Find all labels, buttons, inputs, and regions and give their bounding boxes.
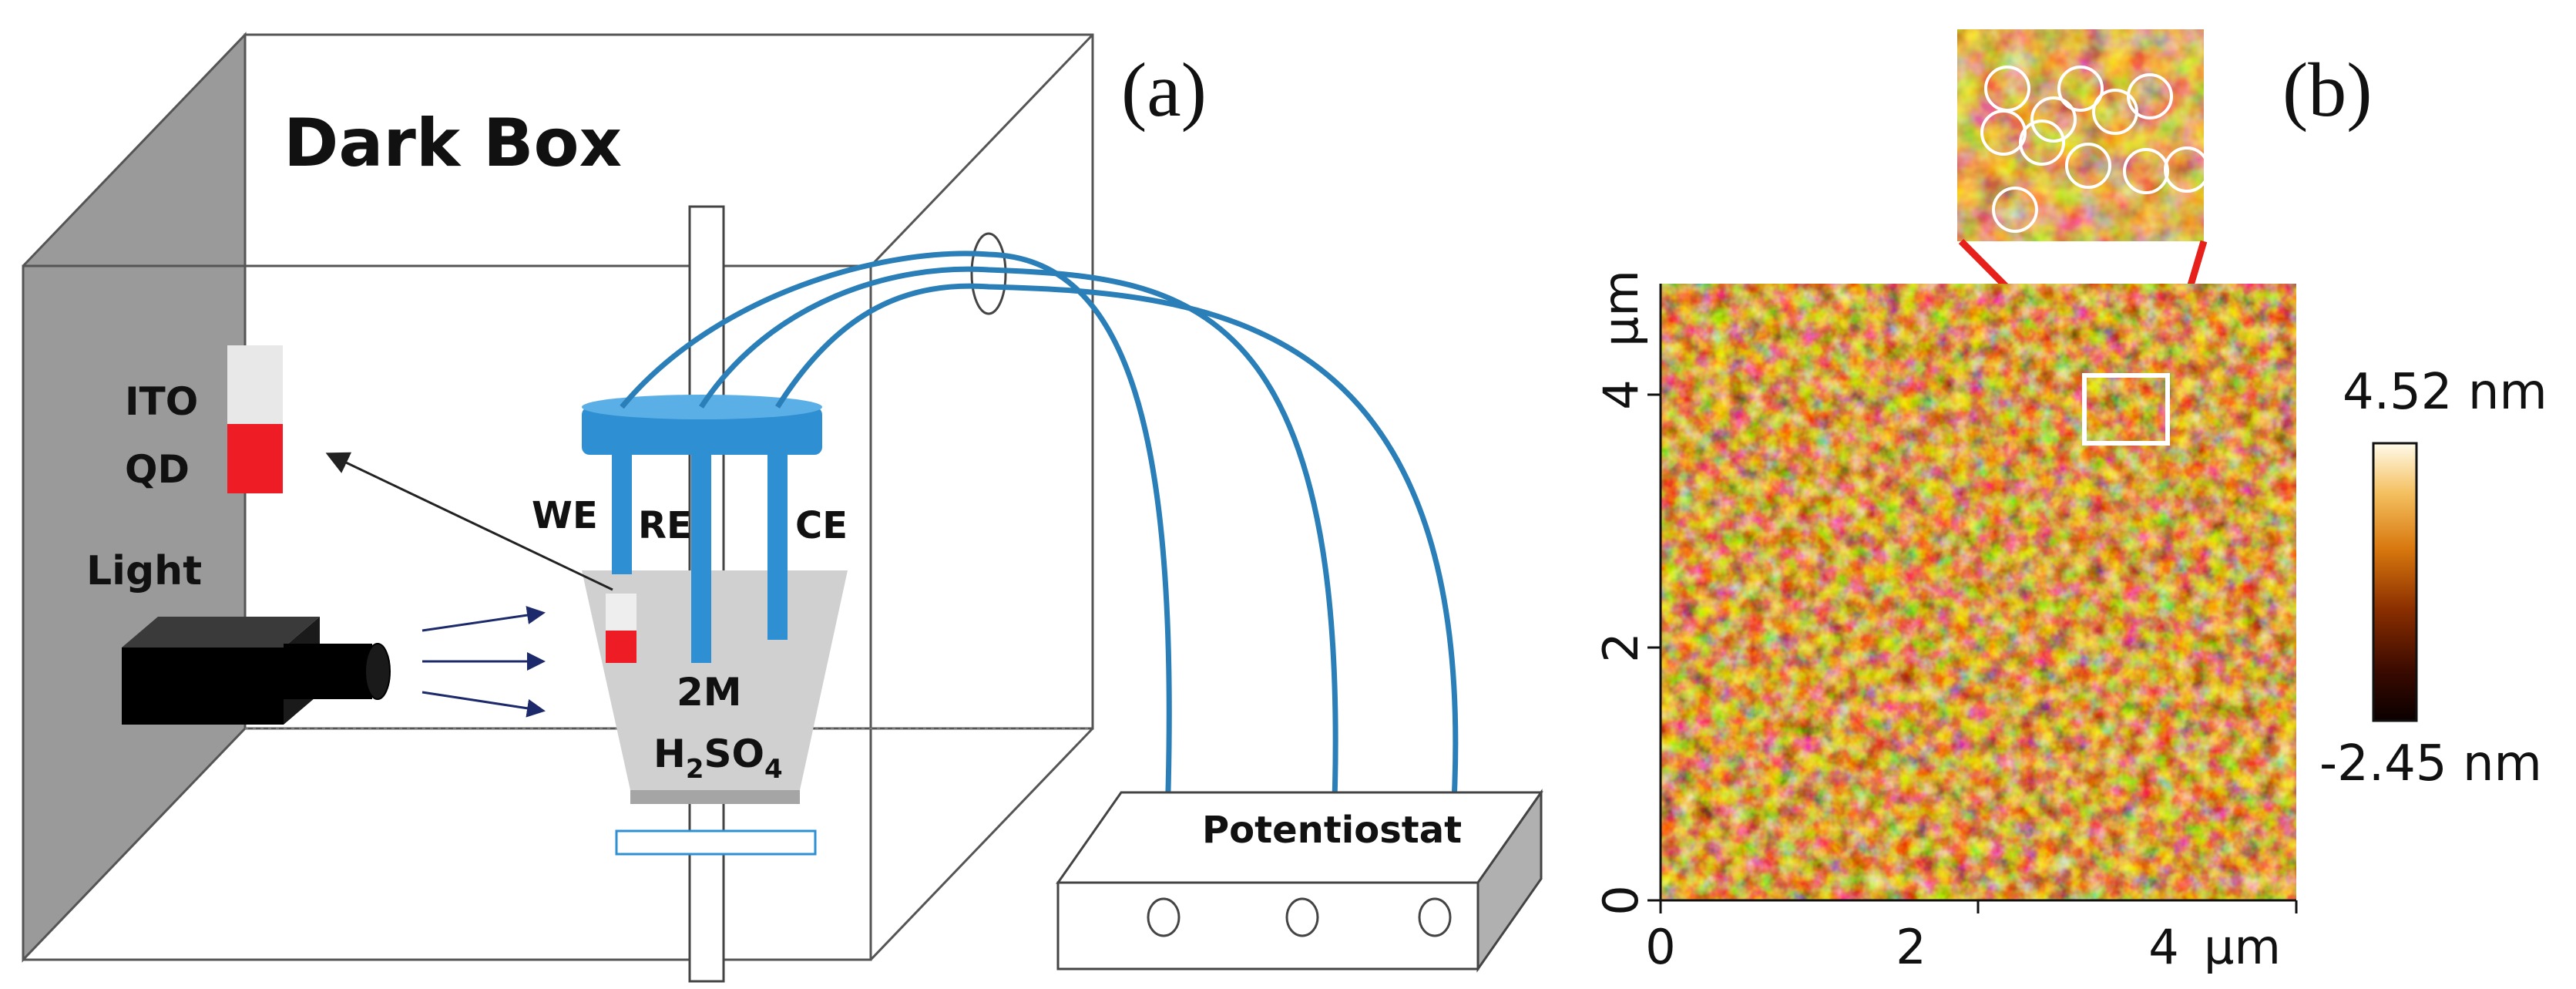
potentiostat-port-1	[1147, 897, 1181, 937]
y-axis-unit: µm	[1593, 270, 1649, 347]
electrolyte-formula: H2SO4	[653, 732, 783, 785]
dark-box-title: Dark Box	[284, 105, 622, 182]
working-electrode	[612, 455, 632, 574]
potentiostat-port-2	[1285, 897, 1319, 937]
counter-electrode	[767, 455, 788, 640]
panel-b-label: (b)	[2282, 47, 2373, 133]
qd-strip	[227, 424, 283, 493]
re-label: RE	[638, 504, 692, 547]
afm-axes	[1647, 284, 2298, 913]
potentiostat-label: Potentiostat	[1202, 809, 1462, 852]
light-label: Light	[86, 548, 202, 594]
y-tick-4: 4	[1593, 379, 1649, 409]
ito-strip	[227, 345, 283, 424]
dark-box-edge-br	[869, 727, 1094, 961]
x-tick-0: 0	[1645, 919, 1675, 975]
potentiostat-port-3	[1418, 897, 1452, 937]
panel-a: Dark Box (a) ITO QD Light	[22, 32, 1543, 983]
y-tick-2: 2	[1593, 632, 1649, 662]
light-rays	[421, 606, 546, 718]
electrolyte-concentration: 2M	[677, 670, 742, 715]
qd-label: QD	[125, 447, 190, 492]
cables	[620, 251, 1459, 910]
colorbar-min-label: -2.45 nm	[2319, 735, 2542, 792]
colorbar-max-label: 4.52 nm	[2343, 364, 2547, 421]
panel-b: (b)	[1593, 29, 2547, 975]
panel-a-label: (a)	[1121, 47, 1207, 133]
dark-box-edge-tr	[869, 33, 1094, 267]
dark-box-front-face	[22, 264, 872, 961]
afm-image	[1661, 284, 2296, 900]
we-label: WE	[532, 494, 598, 537]
dark-box-left-wall	[22, 32, 247, 963]
cable-port	[970, 232, 1007, 315]
x-tick-2: 2	[1896, 919, 1926, 975]
colorbar	[2372, 442, 2418, 722]
particle-circles	[1980, 66, 2210, 233]
x-axis-unit: µm	[2204, 919, 2281, 975]
reference-electrode	[691, 455, 711, 663]
beaker-base	[630, 790, 800, 804]
afm-zoom-inset	[1957, 29, 2210, 241]
light-source-icon	[122, 617, 391, 725]
y-tick-0: 0	[1593, 885, 1649, 915]
ito-label: ITO	[125, 379, 198, 424]
sample-ito	[606, 594, 636, 631]
potentiostat	[1056, 789, 1543, 973]
zoom-arrow	[325, 452, 613, 591]
zoom-selection-box	[2082, 373, 2170, 446]
x-tick-4: 4	[2148, 919, 2178, 975]
sample-qd	[606, 631, 636, 663]
ce-label: CE	[795, 504, 848, 547]
